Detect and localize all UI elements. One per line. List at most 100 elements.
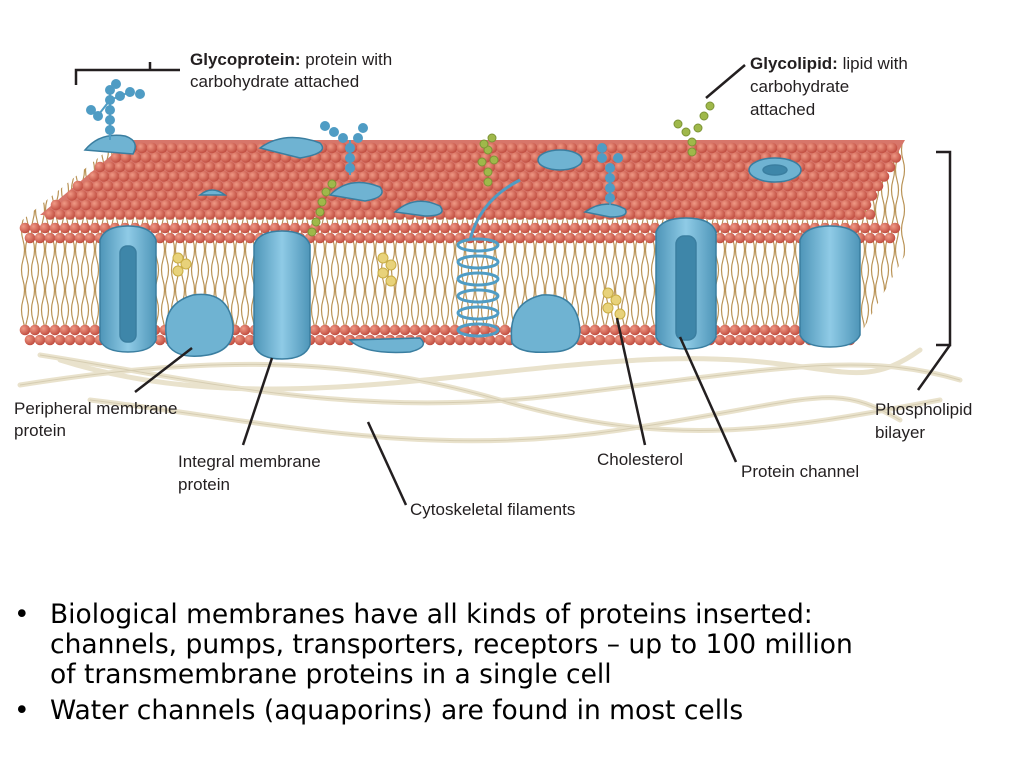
phosphate-head bbox=[389, 222, 401, 234]
phosphate-head bbox=[634, 334, 646, 346]
phosphate-head bbox=[270, 199, 282, 211]
phosphate-head bbox=[706, 142, 718, 154]
phosphate-head bbox=[100, 199, 112, 211]
phosphate-head bbox=[722, 180, 734, 192]
phosphate-head bbox=[132, 180, 144, 192]
phosphate-head bbox=[224, 209, 236, 220]
phosphate-head bbox=[619, 324, 631, 336]
phosphate-head bbox=[634, 232, 646, 244]
phosphate-head bbox=[156, 190, 168, 201]
cholesterol-label: Cholesterol bbox=[597, 450, 683, 469]
phosphate-head bbox=[460, 199, 472, 211]
phosphate-head bbox=[436, 142, 448, 154]
phosphate-head bbox=[440, 152, 452, 163]
phosphate-head bbox=[280, 199, 292, 211]
phosphate-head bbox=[200, 152, 212, 163]
phosphate-head bbox=[264, 161, 276, 173]
phosphate-head bbox=[814, 161, 826, 173]
phosphate-head bbox=[640, 152, 652, 163]
phosphate-head bbox=[566, 190, 578, 201]
phosphate-head bbox=[764, 334, 776, 346]
phosphate-head bbox=[694, 161, 706, 173]
phosphate-head bbox=[824, 161, 836, 173]
phosphate-head bbox=[450, 152, 462, 163]
phosphate-head bbox=[380, 199, 392, 211]
phosphate-head bbox=[466, 190, 478, 201]
phosphate-head bbox=[828, 171, 840, 182]
phosphate-head bbox=[240, 152, 252, 163]
phosphate-head bbox=[379, 222, 391, 234]
phosphate-head bbox=[164, 161, 176, 173]
phosphate-head bbox=[640, 199, 652, 211]
phosphate-head bbox=[359, 222, 371, 234]
phosphate-head bbox=[389, 324, 401, 336]
phosphate-head bbox=[526, 190, 538, 201]
phosphate-head bbox=[712, 180, 724, 192]
phosphate-head bbox=[136, 142, 148, 154]
phosphate-head bbox=[484, 209, 496, 220]
phosphate-head bbox=[320, 152, 332, 163]
phosphate-head bbox=[64, 232, 76, 244]
phosphate-head bbox=[534, 232, 546, 244]
phosphate-head bbox=[160, 152, 172, 163]
phosphate-head bbox=[149, 222, 161, 234]
phosphate-head bbox=[388, 171, 400, 182]
phosphate-head bbox=[164, 232, 176, 244]
phosphate-head bbox=[548, 171, 560, 182]
phosphate-head bbox=[869, 222, 881, 234]
phosphate-head bbox=[44, 232, 56, 244]
phosphate-head bbox=[258, 171, 270, 182]
phosphate-head bbox=[880, 152, 892, 163]
phosphate-head bbox=[692, 180, 704, 192]
phosphate-head bbox=[636, 190, 648, 201]
phosphate-head bbox=[330, 152, 342, 163]
phosphate-head bbox=[840, 152, 852, 163]
phosphate-head bbox=[504, 161, 516, 173]
phosphate-head bbox=[278, 171, 290, 182]
phosphate-head bbox=[614, 232, 626, 244]
phosphate-head bbox=[338, 171, 350, 182]
phosphate-head bbox=[152, 180, 164, 192]
phosphate-head bbox=[444, 232, 456, 244]
phosphate-head bbox=[826, 190, 838, 201]
glycoprotein-label: Glycoprotein: protein with bbox=[190, 50, 392, 70]
phosphate-head bbox=[324, 209, 336, 220]
phosphate-head bbox=[736, 190, 748, 201]
phosphate-head bbox=[696, 142, 708, 154]
phosphate-head bbox=[392, 180, 404, 192]
phosphate-head bbox=[730, 199, 742, 211]
phosphate-head bbox=[379, 324, 391, 336]
phosphate-head bbox=[784, 209, 796, 220]
phosphate-head bbox=[366, 142, 378, 154]
phosphate-head bbox=[852, 180, 864, 192]
glycoprotein-carbohydrates bbox=[86, 79, 623, 205]
phosphate-head bbox=[196, 142, 208, 154]
phosphate-head bbox=[176, 142, 188, 154]
phosphate-head bbox=[528, 171, 540, 182]
phosphate-head bbox=[816, 142, 828, 154]
phosphate-head bbox=[170, 152, 182, 163]
phosphate-head bbox=[740, 199, 752, 211]
phosphate-head bbox=[226, 142, 238, 154]
phosphate-head bbox=[189, 222, 201, 234]
phosphate-head bbox=[344, 232, 356, 244]
phosphate-head bbox=[774, 232, 786, 244]
bullet-text: Water channels (aquaporins) are found in… bbox=[50, 695, 744, 726]
phosphate-head bbox=[348, 171, 360, 182]
phosphate-head bbox=[500, 199, 512, 211]
phosphate-head bbox=[514, 161, 526, 173]
phosphate-head bbox=[270, 152, 282, 163]
phosphate-head bbox=[424, 161, 436, 173]
phosphate-head bbox=[439, 222, 451, 234]
phosphate-head bbox=[29, 222, 41, 234]
phosphate-head bbox=[359, 324, 371, 336]
callout-lines bbox=[74, 62, 952, 506]
phosphate-head bbox=[518, 171, 530, 182]
phosphate-head bbox=[138, 171, 150, 182]
phosphate-heads-top bbox=[44, 142, 902, 220]
glycolipid-carbohydrates bbox=[307, 101, 715, 237]
phosphate-head bbox=[364, 232, 376, 244]
phosphate-head bbox=[542, 180, 554, 192]
phosphate-head bbox=[479, 222, 491, 234]
phosphate-head bbox=[666, 190, 678, 201]
